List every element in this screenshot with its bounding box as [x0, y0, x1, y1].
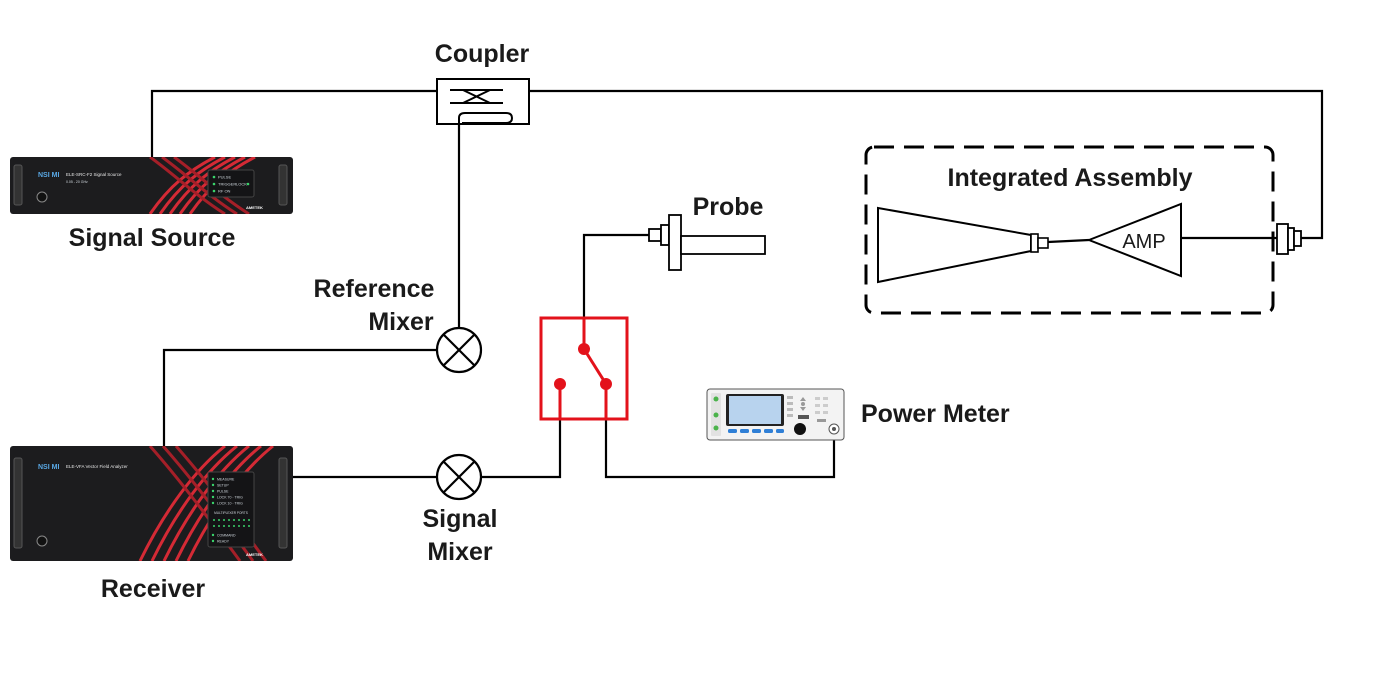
wire-switch-to-probe: [582, 233, 649, 317]
receiver-model: ELE-VFA Vector Field Analyzer: [66, 464, 128, 469]
receiver-ports-title: MULTIPLEXER PORTS: [214, 511, 248, 515]
wires: [150, 89, 1324, 479]
source-brand: NSI MI: [38, 172, 59, 179]
wire-switch-to-power-meter: [604, 419, 836, 479]
reference-mixer: [435, 326, 483, 374]
receiver-status-command: COMMAND: [217, 534, 236, 538]
receiver-indicator-measure: MEASURE: [217, 478, 235, 482]
signal-mixer: [435, 453, 483, 501]
receiver-status-ready: READY: [217, 540, 230, 544]
wire-receiver-to-reference-mixer: [162, 348, 437, 446]
coupler-label: Coupler: [435, 40, 530, 68]
probe-label: Probe: [693, 193, 764, 221]
probe: [648, 214, 766, 271]
horn-antenna: [877, 206, 1049, 284]
receiver-indicator-pulse: PULSE: [217, 490, 229, 494]
amplifier: AMP: [1086, 202, 1182, 278]
receiver-indicator-setup: SETUP: [217, 484, 229, 488]
source-indicator-trigger: TRIGGER: [218, 182, 236, 187]
receiver-indicator-lock-10: LOCK 10 - TRIG: [217, 502, 243, 506]
power-meter-label: Power Meter: [861, 400, 1010, 428]
multiplexer-port-leds: [213, 519, 250, 527]
coupler: Coupler: [435, 40, 530, 125]
integrated-assembly: Integrated Assembly AMP: [864, 145, 1302, 315]
receiver-instrument: NSI MI ELE-VFA Vector Field Analyzer MEA…: [10, 446, 293, 561]
assembly-connector: [1276, 223, 1302, 255]
source-indicator-lock: LOCK: [236, 182, 247, 187]
receiver-maker: AMETEK: [246, 552, 263, 557]
source-maker: AMETEK: [246, 205, 263, 210]
rf-switch: [539, 316, 629, 421]
amp-label: AMP: [1122, 231, 1165, 253]
signal-source-label: Signal Source: [69, 224, 236, 252]
source-range: 0.05 - 20 GHz: [66, 180, 88, 184]
signal-mixer-label-line2: Mixer: [427, 538, 493, 566]
receiver-indicator-lock-70: LOCK 70 - TRIG: [217, 496, 243, 500]
integrated-assembly-label: Integrated Assembly: [948, 164, 1193, 192]
source-indicator-rf-on: RF ON: [218, 189, 231, 194]
power-meter-instrument: [706, 388, 845, 441]
receiver-brand: NSI MI: [38, 464, 59, 471]
wire-coupler-to-assembly: [529, 89, 1324, 240]
reference-mixer-label-line2: Mixer: [368, 308, 434, 336]
signal-source-instrument: NSI MI ELE-SRC-F2 Signal Source 0.05 - 2…: [10, 157, 293, 214]
source-power-knob[interactable]: [36, 191, 48, 203]
receiver-power-knob[interactable]: [36, 535, 48, 547]
signal-mixer-label-line1: Signal: [422, 505, 497, 533]
reference-mixer-label-line1: Reference: [314, 275, 435, 303]
source-model: ELE-SRC-F2 Signal Source: [66, 172, 122, 177]
wire-signal-mixer-to-switch: [481, 419, 562, 479]
source-indicator-pulse: PULSE: [218, 175, 231, 180]
receiver-label: Receiver: [101, 575, 206, 603]
wire-source-to-coupler: [150, 89, 437, 157]
